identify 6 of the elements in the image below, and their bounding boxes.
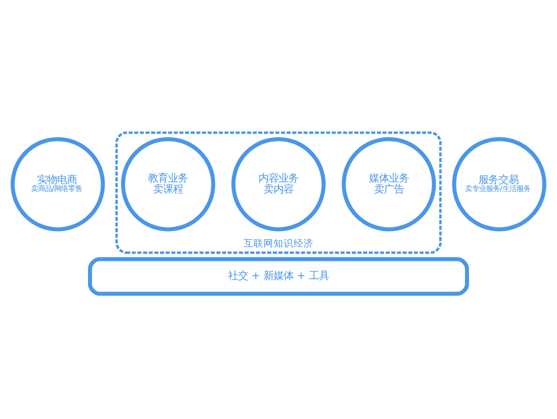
node-circle: 内容业务 卖内容	[231, 136, 326, 231]
node-box: 社交 + 新媒体 + 工具	[88, 256, 470, 296]
node-circle: 实物电商 卖商品/网络零售	[10, 136, 105, 231]
node-circle: 服务交易 卖专业服务/生活服务	[452, 136, 546, 231]
node-circle: 教育业务 卖课程	[121, 136, 216, 231]
node-circle: 媒体业务 卖广告	[342, 136, 436, 231]
